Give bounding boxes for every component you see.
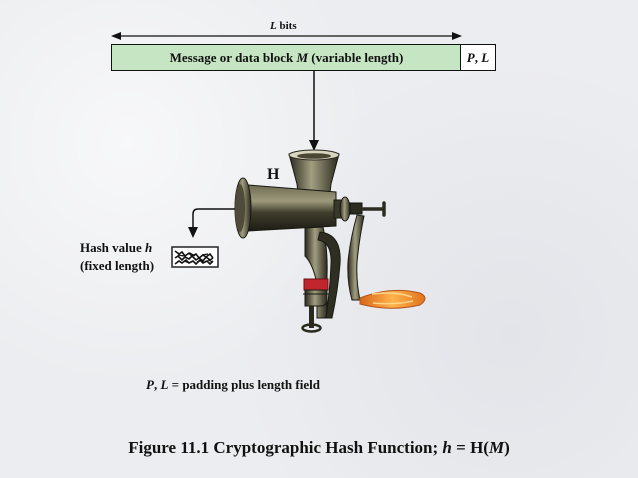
padding-length-label: P, L xyxy=(466,50,490,65)
input-arrow xyxy=(309,71,319,151)
length-label: L bits xyxy=(270,20,297,32)
length-span-arrow xyxy=(111,32,462,40)
hash-value-label: Hash value h xyxy=(80,240,153,255)
figure-caption: Figure 11.1 Cryptographic Hash Function;… xyxy=(128,438,510,457)
meat-grinder-icon xyxy=(234,149,426,333)
output-arrow xyxy=(188,208,236,238)
hash-value-sublabel: (fixed length) xyxy=(80,258,155,273)
message-block: Message or data block M (variable length… xyxy=(111,44,462,71)
hash-value-block xyxy=(171,246,219,268)
message-block-label: Message or data block M (variable length… xyxy=(169,50,404,65)
padding-length-field: P, L xyxy=(460,44,496,71)
hash-function-label: H xyxy=(267,166,280,183)
padding-note: P, L = padding plus length field xyxy=(146,377,320,392)
